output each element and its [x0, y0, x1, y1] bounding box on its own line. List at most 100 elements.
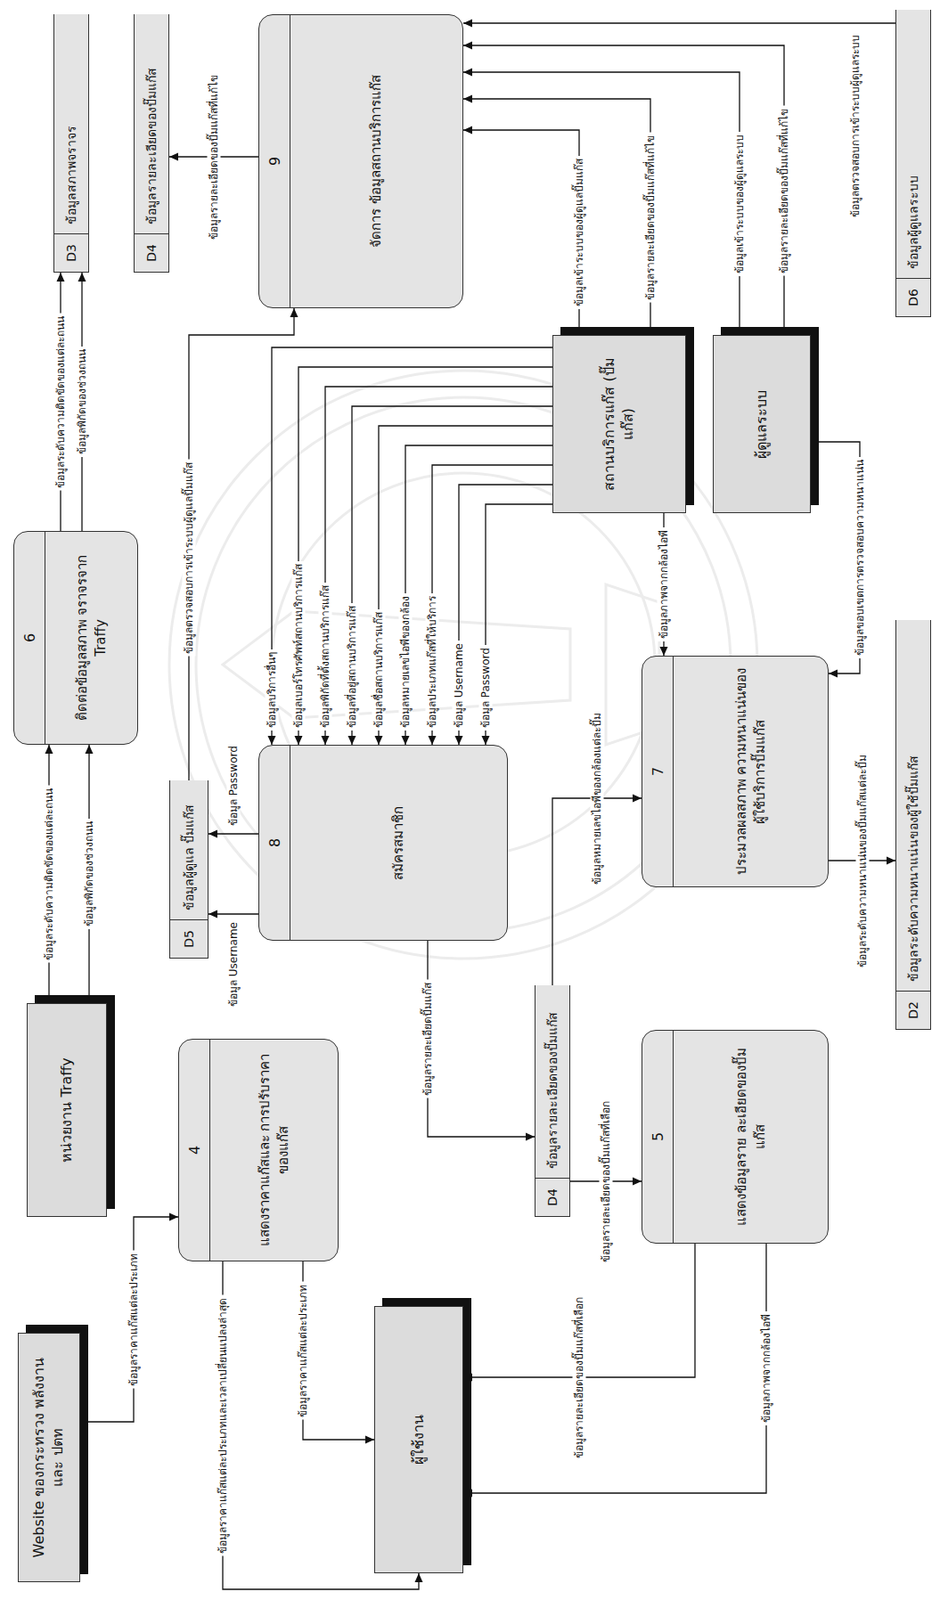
process-number-cell: 8 — [259, 745, 291, 940]
arrow-head — [294, 735, 303, 745]
flow-label: ข้อมูลที่อยู่สถานบริการแก๊ส — [345, 603, 360, 731]
store-id-cell: D4 — [134, 233, 169, 272]
entity-name: ผู้ดูแลระบบ — [752, 390, 770, 459]
process-name-cell: แสดงข้อมูลราย ละเอียดของปั๊มแก๊ส — [673, 1030, 828, 1243]
arrow-head — [85, 744, 94, 754]
process-box: 8สมัครสมาชิก — [258, 744, 508, 941]
data-flow — [463, 41, 785, 336]
arrow-head — [482, 735, 491, 745]
entity-name: Website ของกระทรวง พลังงาน และ ปตท — [30, 1357, 66, 1559]
arrow-head — [828, 670, 838, 679]
flow-label: ข้อมูลหมายเลขไอพีของกล้องแต่ละปั๊ม — [590, 710, 605, 888]
arrow-head — [169, 1213, 179, 1222]
process-box: 5 แสดงข้อมูลราย ละเอียดของปั๊มแก๊ส — [641, 1029, 829, 1244]
data-flow — [208, 830, 259, 839]
flow-label: ข้อมูลราคาแก๊สแต่ละประเภทและเวลาเปลี่ยนแ… — [216, 1295, 230, 1557]
flow-label: ข้อมูลรายละเอียดของปั๊มแก๊สที่แก้ไข — [644, 132, 658, 303]
store-name-cell: ข้อมูลรายละเอียดของปั๊มแก๊ส — [134, 58, 169, 234]
arrow-head — [268, 735, 277, 745]
arrow-head — [463, 19, 473, 28]
process-name-cell: แสดงราคาแก๊สและ การปรับราคาของแก๊ส — [210, 1039, 338, 1261]
flow-label: ข้อมูลภาพจากกล้องไอพี — [760, 1311, 774, 1426]
flow-line — [298, 367, 553, 745]
flow-label: ข้อมูลรายละเอียดของปั๊มแก๊สที่แก้ไข — [207, 72, 221, 243]
arrow-head — [463, 1373, 473, 1382]
arrow-head — [463, 95, 473, 104]
arrow-head — [463, 1489, 473, 1498]
flow-label: ข้อมูลบริการอื่นๆ — [265, 649, 279, 731]
store-name: ข้อมูลสภาพจราจร — [61, 125, 82, 225]
flow-label: ข้อมูลภาพจากกล้องไอพี — [657, 527, 671, 642]
flow-label: ข้อมูลราคาแก๊สแต่ละประเภท — [296, 1282, 311, 1421]
arrow-head — [290, 308, 299, 318]
data-flow — [401, 445, 554, 745]
process-number-cell: 5 — [642, 1030, 674, 1243]
entity-name: หน่วยงาน Traffy — [57, 1057, 75, 1162]
flow-line — [427, 940, 535, 1137]
data-store: D4ข้อมูลรายละเอียดของปั๊มแก๊ส — [534, 985, 571, 1218]
store-name: ข้อมูลรายละเอียดของปั๊มแก๊ส — [141, 67, 162, 225]
flow-label: ข้อมูลระดับความหนาแน่นของปั๊มแก๊สแต่ละปั… — [856, 752, 870, 971]
store-id-cell: D2 — [896, 990, 931, 1030]
process-number: 8 — [266, 838, 284, 848]
process-box: 6 ติดต่อข้อมูลสภาพ จราจรจาก Traffy — [13, 531, 139, 745]
flow-line — [463, 1243, 767, 1494]
flow-line — [80, 1217, 179, 1423]
entity-label: ผู้ดูแลระบบ — [752, 390, 772, 459]
data-flow — [463, 1243, 767, 1498]
external-entity: Website ของกระทรวง พลังงาน และ ปตท — [17, 1332, 81, 1583]
process-name: แสดงราคาแก๊สและ การปรับราคาของแก๊ส — [255, 1050, 293, 1251]
store-id: D6 — [906, 288, 921, 307]
arrow-head — [415, 1573, 424, 1583]
flow-line — [463, 98, 651, 336]
external-entity: หน่วยงาน Traffy — [26, 1003, 107, 1218]
flow-label: ข้อมูลหมายเลขไอพีของกล้อง — [399, 593, 413, 731]
arrow-head — [375, 735, 384, 745]
data-flow — [463, 19, 896, 28]
flow-label: ข้อมูลรายละเอียดของปั๊มแก๊สที่เลือก — [572, 1294, 587, 1462]
data-flow — [294, 367, 554, 745]
data-flow — [321, 386, 554, 745]
process-number: 6 — [21, 633, 39, 643]
data-flow — [302, 1261, 375, 1445]
arrow-head — [886, 857, 896, 866]
flow-line — [463, 22, 896, 24]
flow-line — [458, 484, 553, 745]
data-flow — [188, 308, 299, 781]
flow-line — [463, 45, 785, 336]
store-name: ข้อมูลระดับความหนาแน่นของผู้ใช้ปั๊มแก๊ส — [903, 755, 924, 982]
flow-label: ข้อมูลขอบเขตการตรวจสอบความหนาแน่น — [853, 457, 867, 659]
store-id-cell: D4 — [535, 1177, 570, 1217]
data-flow — [208, 910, 259, 919]
store-name: ข้อมูลผู้ดูแล ปั๊มแก๊ส — [179, 804, 199, 911]
store-name: ข้อมูลผู้ดูแลระบบ — [903, 175, 924, 270]
store-name-cell: ข้อมูลผู้ดูแล ปั๊มแก๊ส — [170, 795, 208, 920]
arrow-head — [632, 1177, 642, 1186]
arrow-head — [401, 735, 410, 745]
data-store: D3ข้อมูลสภาพจราจร — [53, 14, 90, 273]
flow-label: ข้อมูลรายละเอียดของปั๊มแก๊สที่แก้ไข — [777, 106, 792, 277]
flow-line — [302, 1261, 375, 1440]
arrow-head — [660, 646, 669, 656]
flow-label: ข้อมูลตรวจสอบการเข้าระบบผู้ดูแลปั๊มแก๊ส — [182, 459, 197, 657]
entity-name: สถานบริการแก๊ส (ปั๊มแก๊ส) — [600, 357, 637, 491]
arrow-head — [57, 272, 66, 282]
process-number: 4 — [186, 1145, 204, 1155]
arrow-head — [321, 735, 330, 745]
flow-label: ข้อมูลราคาแก๊สแต่ละประเภท — [127, 1250, 141, 1390]
arrow-head — [45, 744, 54, 754]
flow-label: ข้อมูลรายละเอียดปั๊มแก๊ส — [421, 980, 435, 1099]
process-name: แสดงข้อมูลราย ละเอียดของปั๊มแก๊ส — [732, 1041, 769, 1233]
process-number-cell: 7 — [642, 656, 674, 887]
arrow-head — [348, 735, 357, 745]
flow-label: ข้อมูลระดับความติดขัดของแต่ละถนน — [54, 313, 68, 491]
store-name-cell: ข้อมูลผู้ดูแลระบบ — [896, 166, 931, 278]
process-number: 7 — [649, 767, 667, 777]
arrow-head — [365, 1436, 375, 1445]
flow-label: ข้อมูล Password — [227, 743, 241, 829]
store-id: D2 — [906, 1001, 921, 1020]
data-flow — [428, 465, 554, 745]
process-name: ติดต่อข้อมูลสภาพ จราจรจาก Traffy — [73, 542, 110, 734]
arrow-head — [428, 735, 437, 745]
